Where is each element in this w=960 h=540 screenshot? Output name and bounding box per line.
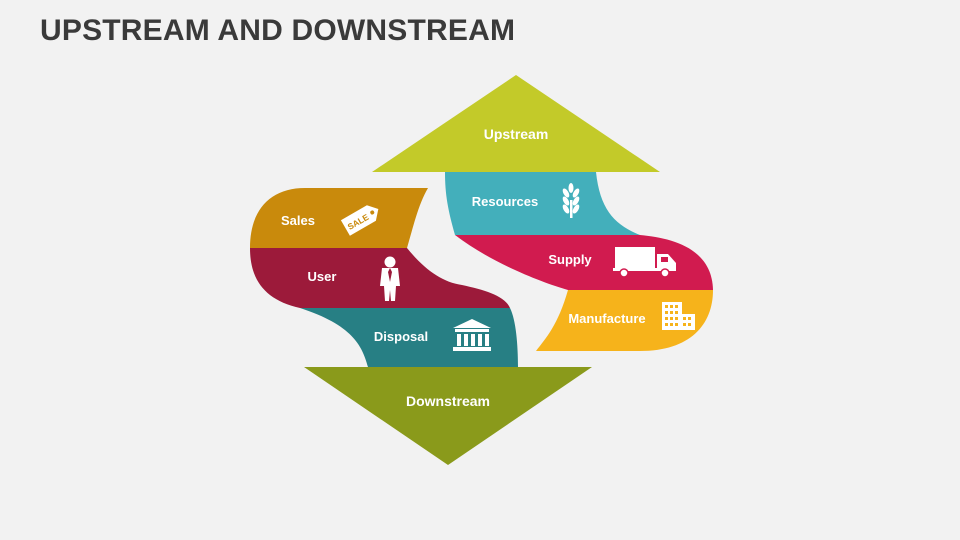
band-label-supply: Supply — [548, 252, 592, 267]
band-label-sales: Sales — [281, 213, 315, 228]
band-label-resources: Resources — [472, 194, 538, 209]
person-icon — [380, 256, 400, 301]
wheat-icon — [562, 183, 580, 218]
band-resources — [445, 172, 640, 235]
upstream-arrow — [372, 75, 660, 172]
upstream-label: Upstream — [484, 126, 549, 142]
band-disposal — [300, 308, 518, 367]
band-sales — [250, 188, 428, 248]
downstream-arrow — [304, 367, 592, 465]
band-label-manufacture: Manufacture — [568, 311, 645, 326]
truck-icon — [613, 247, 676, 278]
band-label-user: User — [308, 269, 337, 284]
sale-tag-icon: SALE — [340, 205, 379, 236]
bank-building-icon — [453, 319, 491, 351]
band-label-disposal: Disposal — [374, 329, 428, 344]
downstream-label: Downstream — [406, 393, 490, 409]
page-title: UPSTREAM AND DOWNSTREAM — [40, 14, 516, 47]
band-user — [250, 248, 510, 308]
factory-building-icon — [662, 302, 695, 330]
